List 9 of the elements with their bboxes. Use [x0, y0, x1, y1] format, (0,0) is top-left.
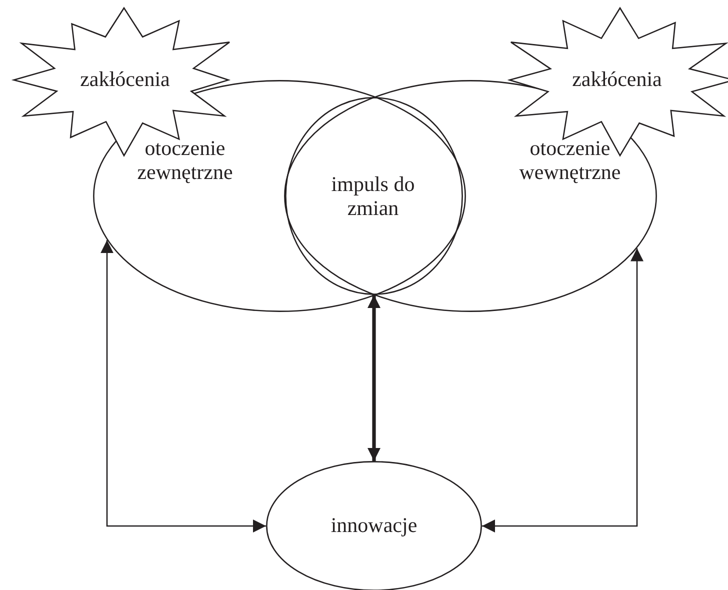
node-label: otoczenie zewnętrzne [136, 136, 234, 184]
node-label: innowacje [330, 512, 418, 538]
arrow [482, 248, 644, 532]
node-label: zakłócenia [79, 66, 171, 92]
node-label: impuls do zmian [330, 172, 416, 220]
node-label: zakłócenia [571, 66, 663, 92]
node-label: otoczenie wewnętrzne [518, 136, 622, 184]
arrow [368, 295, 380, 461]
arrow [100, 240, 266, 532]
